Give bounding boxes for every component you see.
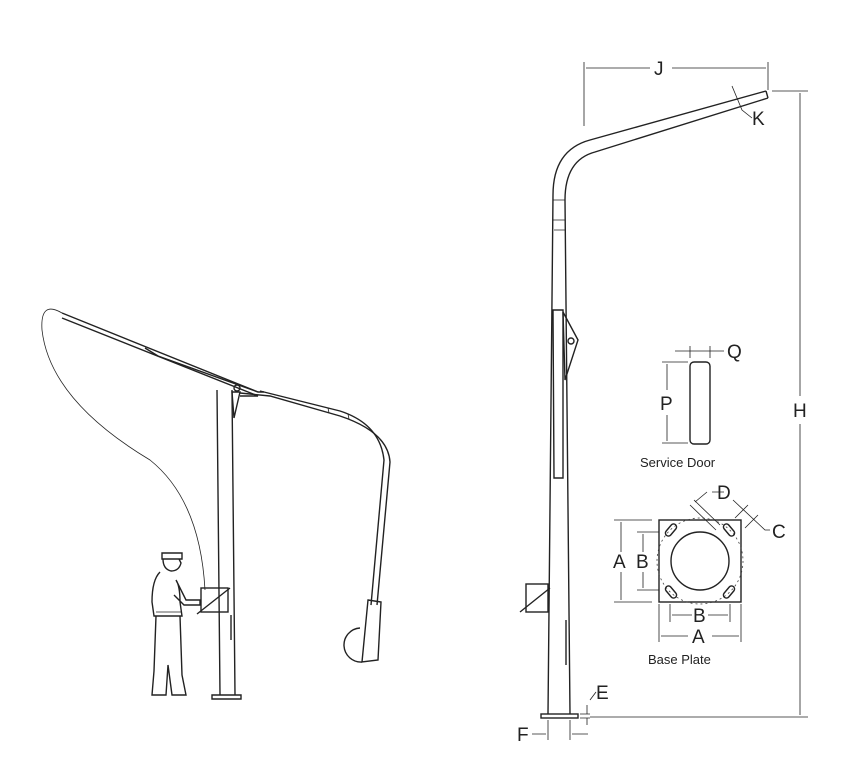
caption-service-door: Service Door	[640, 455, 716, 470]
label-f: F	[517, 725, 529, 746]
dimension-h: H	[590, 90, 808, 718]
worker-figure	[151, 552, 201, 696]
caption-base-plate: Base Plate	[648, 652, 711, 667]
label-p: P	[660, 394, 673, 415]
label-q: Q	[727, 342, 742, 363]
label-a-horizontal: A	[692, 627, 705, 648]
label-k: K	[752, 109, 765, 130]
service-door-detail: Q P Service Door	[640, 342, 742, 470]
dimension-e: E	[580, 683, 609, 725]
label-d: D	[717, 483, 731, 504]
label-b-vertical: B	[636, 552, 649, 573]
dimension-k: K	[731, 85, 765, 130]
standing-pole-illustration	[519, 90, 769, 719]
base-plate-detail: D C A B B A Base Plate	[613, 483, 786, 667]
label-a-vertical: A	[613, 552, 626, 573]
dimension-f: F	[517, 720, 588, 746]
dimension-j: J	[583, 59, 769, 126]
label-e: E	[596, 683, 609, 704]
label-h: H	[793, 401, 807, 422]
label-c: C	[772, 522, 786, 543]
service-box-left	[196, 587, 231, 615]
lowered-pole-illustration	[41, 308, 391, 700]
service-box-right	[519, 583, 551, 613]
label-j: J	[654, 59, 664, 80]
label-b-horizontal: B	[693, 606, 706, 627]
